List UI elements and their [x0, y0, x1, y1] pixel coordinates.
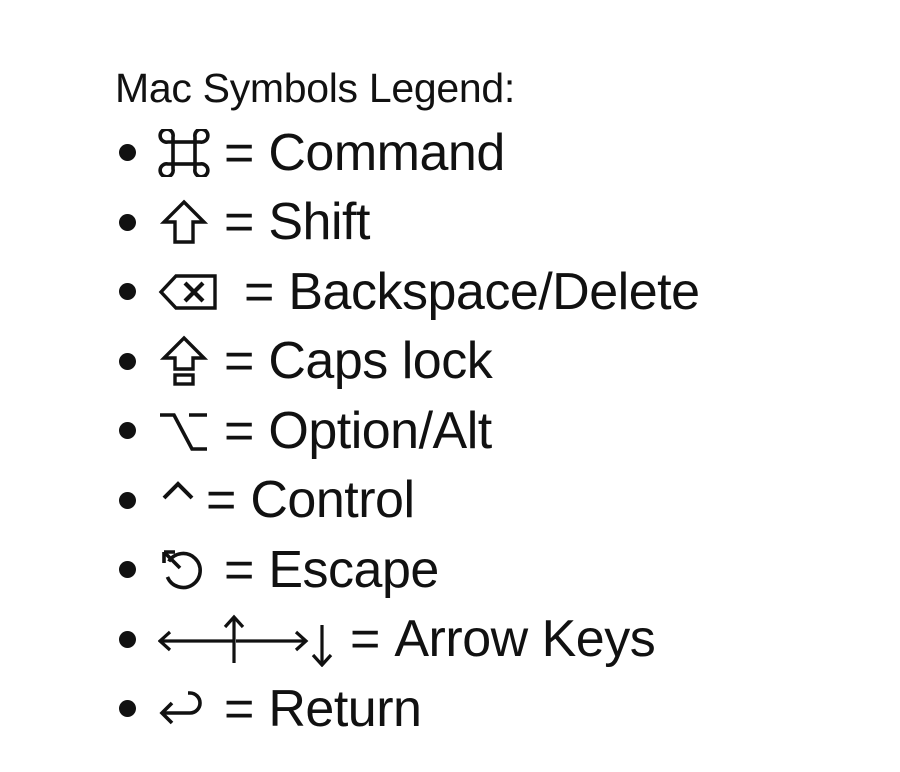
- backspace-delete-icon: [158, 264, 218, 320]
- bullet-icon: [119, 700, 136, 718]
- control-icon: [158, 472, 198, 528]
- equals-sign: =: [244, 262, 275, 321]
- equals-sign: =: [350, 610, 381, 669]
- shift-icon: [158, 194, 210, 250]
- bullet-icon: [119, 491, 136, 509]
- arrow-keys-icon: [158, 611, 338, 668]
- caps-lock-icon: [158, 333, 210, 389]
- legend-label: Return: [268, 679, 422, 738]
- option-icon: [158, 403, 210, 459]
- legend-label: Backspace/Delete: [288, 262, 700, 321]
- mac-symbols-legend: Mac Symbols Legend: = Command: [115, 62, 700, 744]
- legend-item-escape: = Escape: [115, 535, 700, 605]
- bullet-icon: [119, 561, 136, 579]
- equals-sign: =: [224, 540, 255, 599]
- bullet-icon: [119, 422, 136, 440]
- command-icon: [158, 125, 210, 181]
- legend-item-option-alt: = Option/Alt: [115, 396, 700, 466]
- equals-sign: =: [224, 123, 255, 182]
- bullet-icon: [119, 283, 136, 301]
- return-icon: [158, 681, 210, 737]
- legend-label: Arrow Keys: [394, 610, 656, 669]
- equals-sign: =: [224, 193, 255, 252]
- legend-item-caps-lock: = Caps lock: [115, 327, 700, 397]
- legend-title: Mac Symbols Legend:: [115, 65, 515, 111]
- legend-label: Control: [250, 471, 415, 530]
- equals-sign: =: [206, 471, 237, 530]
- bullet-icon: [119, 213, 136, 231]
- equals-sign: =: [224, 401, 255, 460]
- legend-label: Shift: [268, 193, 370, 252]
- escape-icon: [158, 542, 210, 598]
- bullet-icon: [119, 630, 136, 648]
- legend-item-backspace-delete: = Backspace/Delete: [115, 257, 700, 327]
- legend-item-shift: = Shift: [115, 188, 700, 258]
- equals-sign: =: [224, 332, 255, 391]
- legend-list: = Command = Shift = Backspa: [115, 118, 700, 744]
- legend-item-arrow-keys: = Arrow Keys: [115, 605, 700, 675]
- legend-item-return: = Return: [115, 674, 700, 744]
- legend-label: Command: [268, 123, 505, 182]
- bullet-icon: [119, 144, 136, 162]
- legend-label: Escape: [268, 540, 439, 599]
- legend-item-command: = Command: [115, 118, 700, 188]
- equals-sign: =: [224, 679, 255, 738]
- legend-label: Option/Alt: [268, 401, 492, 460]
- legend-item-control: = Control: [115, 466, 700, 536]
- legend-label: Caps lock: [268, 332, 493, 391]
- bullet-icon: [119, 352, 136, 370]
